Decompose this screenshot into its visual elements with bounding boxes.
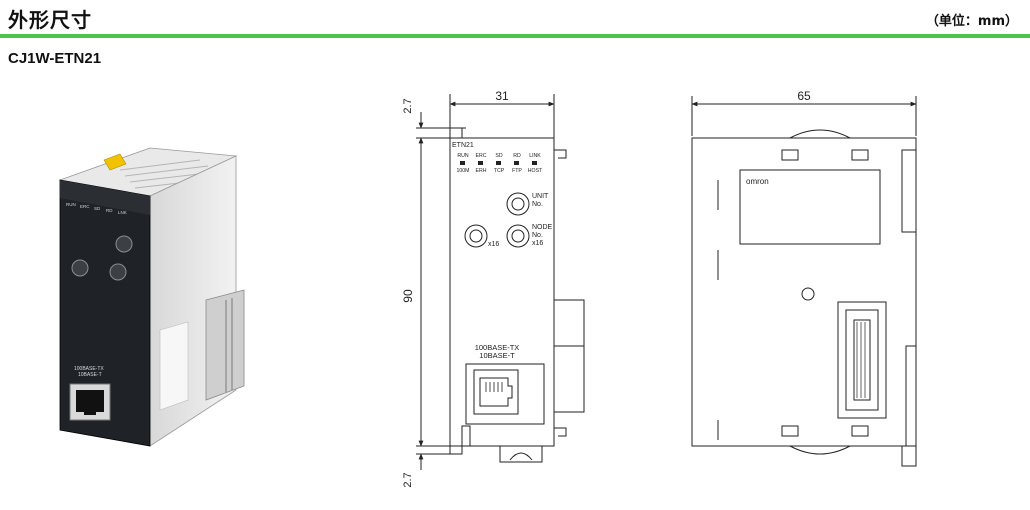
title-rule — [0, 34, 1030, 38]
model-name: CJ1W-ETN21 — [8, 50, 102, 67]
node-label: NODE — [532, 224, 553, 231]
led-label: ERC — [476, 153, 487, 159]
front-width-dim: 31 — [495, 89, 509, 103]
node-no-switch — [506, 224, 530, 248]
photo-port-label: 100BASE-TX — [74, 366, 104, 372]
photo-led-label: SD — [94, 206, 101, 211]
front-bottom-dim: 2.7 — [402, 472, 414, 487]
led-label: HOST — [528, 168, 543, 174]
led-label: TCP — [494, 168, 505, 174]
front-height-dim: 90 — [401, 289, 415, 303]
led-label: LINK — [529, 153, 541, 159]
led-label: RUN — [457, 153, 468, 159]
unit-label: UNIT — [532, 193, 549, 200]
photo-led-label: RUN — [66, 202, 76, 207]
brand-logo: omron — [746, 177, 769, 186]
photo-port-label: 10BASE-T — [78, 372, 102, 378]
unit-note: （单位：mm） — [925, 14, 1018, 29]
product-photo: RUN ERC SD RD LNK 100BASE-TX 10BASE-T — [58, 147, 245, 447]
led-label: RD — [513, 153, 521, 159]
front-top-dim: 2.7 — [402, 98, 414, 113]
front-view-drawing — [416, 94, 585, 470]
node-x16-switch — [464, 224, 488, 248]
led-label: FTP — [512, 168, 522, 174]
photo-led-label: RD — [106, 208, 113, 213]
photo-led-label: LNK — [118, 210, 127, 215]
side-width-dim: 65 — [797, 89, 811, 103]
node-no-label: No. — [532, 232, 543, 239]
node-x16-label: x16 — [532, 240, 543, 247]
x16-label: x16 — [488, 241, 499, 248]
led-label: 100M — [457, 168, 470, 174]
photo-led-label: ERC — [80, 204, 90, 209]
module-name: ETN21 — [452, 142, 474, 149]
port-label: 100BASE-TX — [475, 343, 520, 352]
port-label: 10BASE-T — [479, 351, 515, 360]
unit-no-label: No. — [532, 201, 543, 208]
side-view-drawing — [691, 96, 917, 467]
section-title: 外形尺寸 — [8, 8, 92, 32]
unit-no-switch — [506, 192, 530, 216]
led-label: SD — [495, 153, 502, 159]
led-label: ERH — [476, 168, 487, 174]
